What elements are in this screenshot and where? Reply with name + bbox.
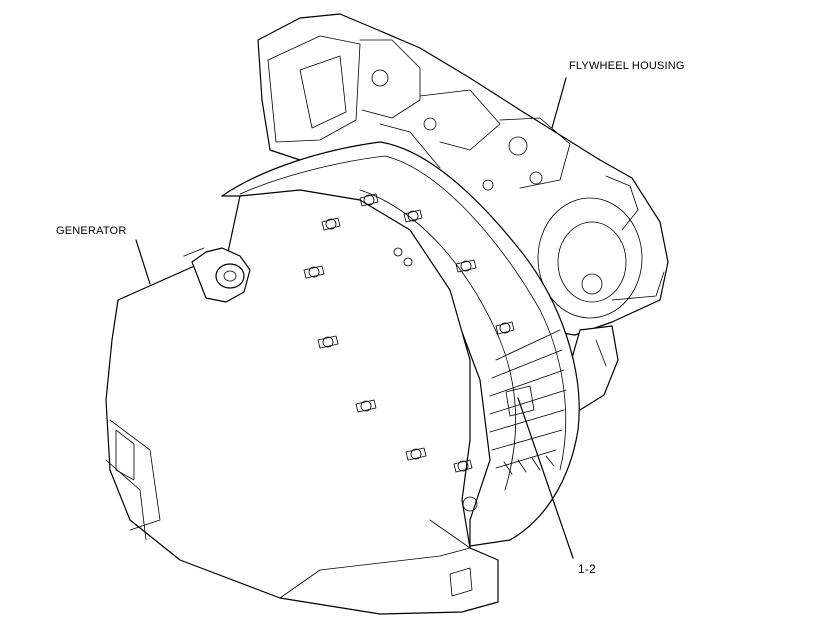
bolt (355, 399, 377, 413)
bolt (359, 193, 379, 207)
bolt (303, 265, 325, 279)
bolt (453, 459, 473, 473)
bolt (317, 335, 339, 349)
leader-lines (135, 77, 574, 559)
bolt (455, 259, 477, 273)
bolt (403, 257, 413, 267)
bolt (495, 321, 515, 335)
lifting-eye (183, 247, 251, 303)
bolt (393, 247, 403, 257)
generator-label: GENERATOR (56, 225, 127, 237)
flywheel-housing-label: FLYWHEEL HOUSING (569, 60, 685, 72)
leader-flywheel-housing (551, 77, 567, 129)
bolt (405, 447, 427, 461)
bolt (321, 217, 341, 231)
adapter-ring (221, 141, 580, 547)
face-bolts (303, 193, 515, 473)
leader-generator (135, 239, 151, 285)
bolt (403, 209, 423, 223)
callout-label: 1-2 (578, 562, 596, 576)
generator-body (105, 189, 499, 615)
leader-callout (517, 397, 574, 559)
